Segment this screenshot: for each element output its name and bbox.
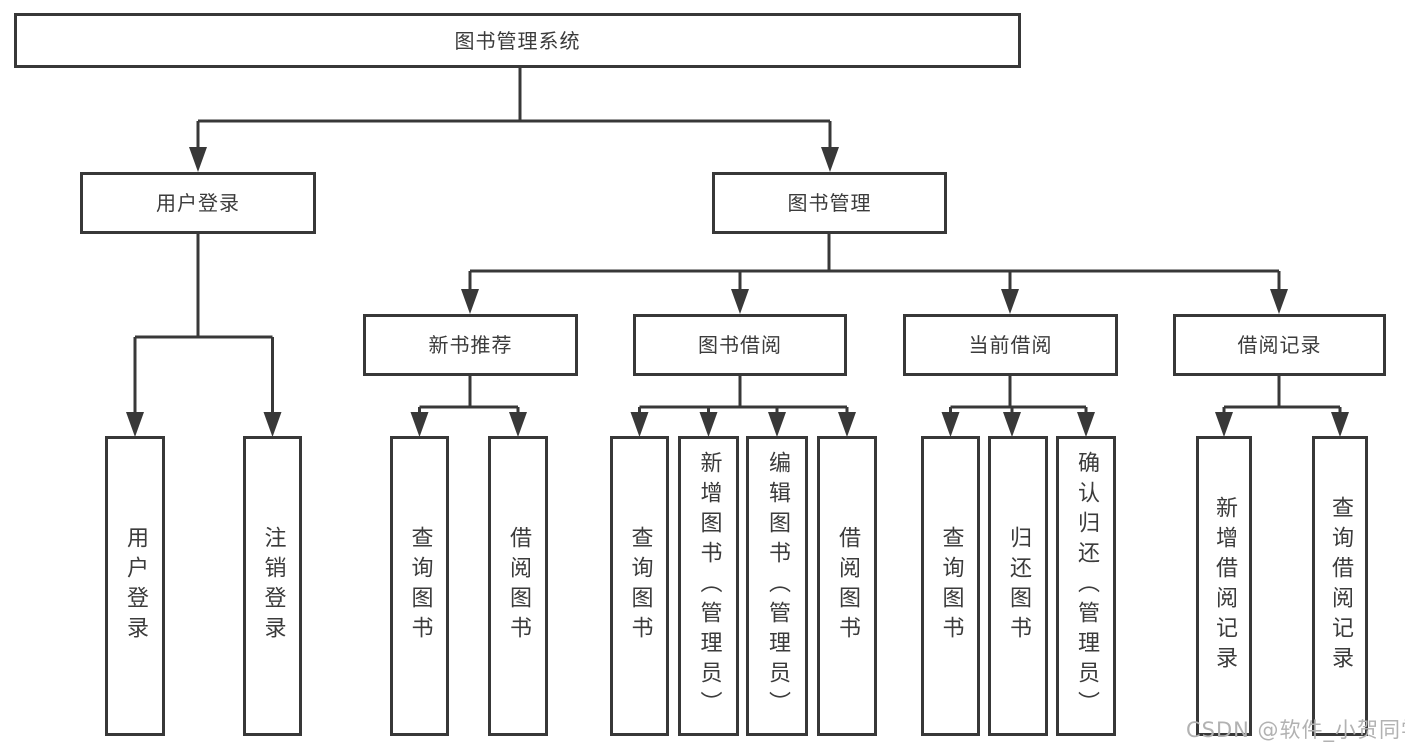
edge-userlogin-to-children (133, 234, 274, 415)
node-leaf-query-books-3: 查询图书 (921, 436, 980, 736)
edge-newbooks-to-children (418, 376, 520, 415)
node-leaf-borrow-books-2: 借阅图书 (817, 436, 877, 736)
node-leaf-confirm-return-admin: 确认归还（管理员） (1056, 436, 1116, 736)
node-root: 图书管理系统 (14, 13, 1021, 68)
node-leaf-edit-books-admin: 编辑图书（管理员） (746, 436, 808, 736)
watermark: CSDN @软件_小贺同学 (1186, 718, 1405, 742)
edge-records-to-children (1222, 376, 1342, 415)
node-borrow-records: 借阅记录 (1173, 314, 1386, 376)
edge-bookborrow-to-children (638, 376, 849, 415)
arrowheads (126, 147, 1349, 437)
node-new-books: 新书推荐 (363, 314, 578, 376)
node-book-borrow: 图书借阅 (633, 314, 847, 376)
node-current-borrow: 当前借阅 (903, 314, 1118, 376)
node-leaf-borrow-books-1: 借阅图书 (488, 436, 548, 736)
node-leaf-return-books: 归还图书 (988, 436, 1048, 736)
node-leaf-query-books-2: 查询图书 (610, 436, 669, 736)
node-leaf-query-books-1: 查询图书 (390, 436, 449, 736)
node-leaf-add-books-admin: 新增图书（管理员） (678, 436, 739, 736)
node-user-login: 用户登录 (80, 172, 316, 234)
edge-bookmgmt-to-level3 (468, 234, 1281, 292)
node-leaf-add-borrow-record: 新增借阅记录 (1196, 436, 1252, 736)
edge-currentborrow-to-children (949, 376, 1088, 415)
node-leaf-logout: 注销登录 (243, 436, 302, 736)
edge-root-to-level2 (196, 68, 832, 150)
node-book-management: 图书管理 (712, 172, 947, 234)
node-leaf-query-borrow-record: 查询借阅记录 (1312, 436, 1368, 736)
node-leaf-user-login: 用户登录 (105, 436, 165, 736)
